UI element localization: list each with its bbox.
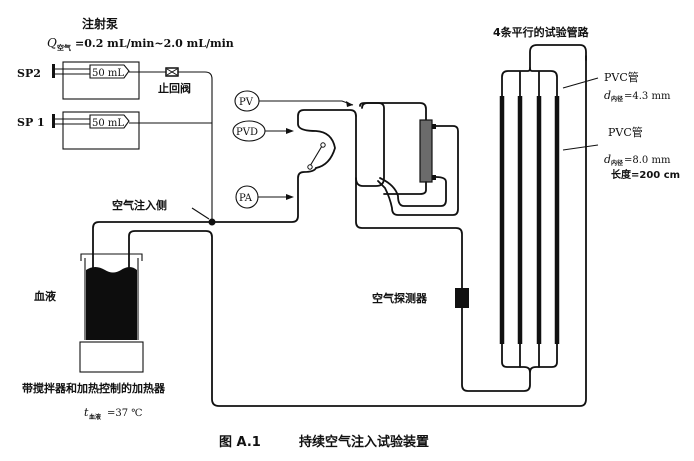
top-manifold — [501, 67, 558, 97]
pv-label: PV — [239, 97, 254, 108]
dialysate-line-lower — [379, 176, 447, 207]
clamp-node — [307, 164, 313, 170]
pv-arrow-line — [259, 100, 354, 106]
leader-line — [562, 144, 599, 151]
plunger-handle — [52, 114, 55, 128]
chamber-clamp — [309, 145, 323, 167]
syringe-pump-title: 注射泵 — [82, 16, 118, 31]
flow-subscript: 空气 — [57, 43, 71, 52]
blood-temperature-label: t 血液 =37 ℃ — [84, 406, 142, 421]
arterial-line — [211, 167, 317, 223]
flow-symbol: Q — [47, 36, 57, 50]
syringe-volume: 50 mL — [92, 68, 124, 79]
pa-label: PA — [239, 193, 253, 204]
arrow-head-icon — [286, 128, 294, 134]
pressure-sensor-pv: PV — [234, 90, 354, 112]
air-line-main — [178, 71, 213, 222]
temp-value: =37 ℃ — [107, 408, 142, 419]
dialyzer-bottom — [383, 181, 427, 195]
check-valve-label: 止回阀 — [158, 81, 191, 95]
blood-reservoir — [79, 253, 144, 373]
blood-return-line — [128, 55, 587, 407]
pump-housing — [62, 111, 140, 150]
pump-housing — [62, 61, 140, 100]
dialysate-line-outer — [377, 125, 459, 216]
parallel-test-lines — [499, 44, 587, 373]
blood-outflow-line — [92, 221, 213, 269]
reservoir-lid — [80, 253, 143, 261]
pvd-label: PVD — [236, 127, 258, 138]
leader-line — [191, 207, 210, 220]
venous-line-to-detector — [355, 177, 463, 289]
air-detector-label: 空气探测器 — [372, 291, 428, 305]
dialyzer-inner-loop — [355, 102, 385, 187]
pvc-name: PVC管 — [608, 125, 643, 139]
parallel-lines-title: 4条平行的试验管路 — [493, 25, 590, 39]
syringe-barrel — [89, 64, 130, 79]
blood-label: 血液 — [34, 289, 57, 303]
heater-box — [79, 341, 144, 373]
line-to-manifold — [461, 307, 531, 392]
pvc-name: PVC管 — [604, 70, 639, 84]
dialyzer-port — [432, 175, 436, 180]
diameter-value: =4.3 mm — [624, 91, 671, 102]
pvc-tube-large-label: PVC管 d 内径 =8.0 mm 长度=200 cm — [604, 125, 680, 181]
dialyzer-circuit — [355, 102, 463, 289]
check-valve-icon — [165, 67, 179, 77]
plunger-handle — [52, 64, 55, 78]
diameter-symbol: d — [604, 89, 611, 102]
air-detector — [455, 288, 469, 308]
syringe-barrel — [89, 114, 130, 129]
bottom-manifold — [501, 343, 558, 373]
arrow-head-icon — [286, 194, 294, 200]
leader-line — [562, 77, 599, 89]
dialyzer-port — [432, 124, 436, 129]
air-injection-side-label: 空气注入侧 — [112, 198, 167, 212]
pressure-sensor-pa: PA — [235, 185, 294, 209]
pump-id: SP2 — [17, 67, 41, 80]
arrow-head-icon — [346, 101, 353, 107]
figure-title: 持续空气注入试验装置 — [299, 434, 429, 450]
flow-rate-label: Q 空气 =0.2 mL/min~2.0 mL/min — [47, 36, 234, 52]
dialyzer — [419, 119, 433, 183]
syringe-pump-sp2: SP2 50 mL — [17, 61, 140, 100]
dialyzer-top-loop — [359, 102, 427, 123]
diameter-symbol: d — [604, 153, 611, 166]
diameter-subscript: 内径 — [611, 95, 623, 103]
syringe-pump-sp1: SP 1 50 mL — [17, 111, 140, 150]
pump-id: SP 1 — [17, 116, 45, 129]
chamber-tube — [297, 109, 357, 169]
diameter-value: =8.0 mm — [624, 155, 671, 166]
figure-number: 图 A.1 — [219, 435, 261, 450]
drip-chamber — [297, 109, 357, 170]
temp-symbol: t — [84, 406, 89, 419]
syringe-volume: 50 mL — [92, 118, 124, 129]
clamp-node — [320, 142, 326, 148]
tube-length: 长度=200 cm — [611, 168, 680, 181]
top-bridge — [529, 44, 587, 69]
flow-range: =0.2 mL/min~2.0 mL/min — [75, 37, 234, 50]
pressure-sensor-pvd: PVD — [232, 120, 294, 142]
heater-label: 带搅拌器和加热控制的加热器 — [22, 381, 166, 395]
pvc-tube-small-label: PVC管 d 内径 =4.3 mm — [604, 70, 671, 103]
diameter-subscript: 内径 — [611, 159, 623, 167]
blood-fill — [86, 267, 137, 340]
temp-subscript: 血液 — [89, 413, 102, 421]
